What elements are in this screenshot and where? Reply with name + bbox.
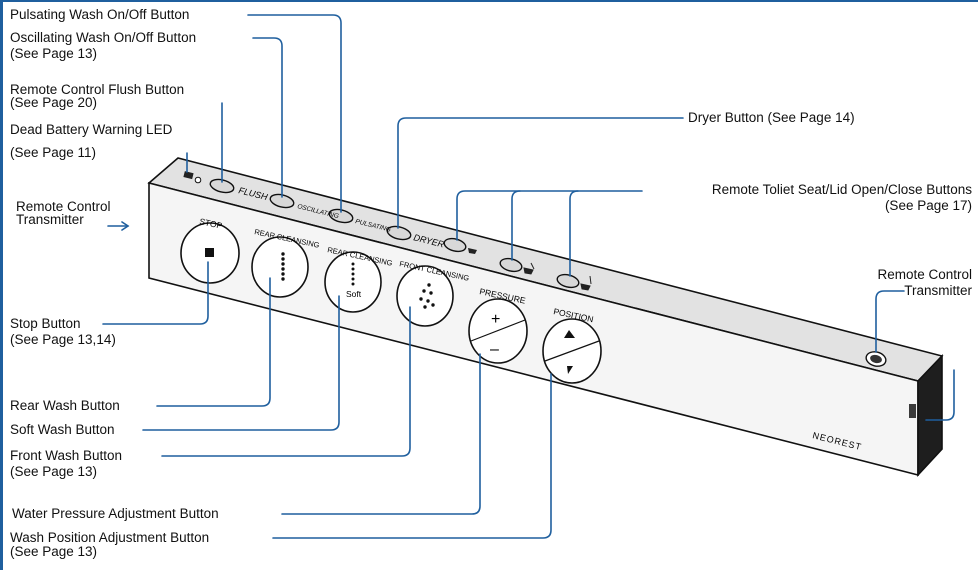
toilet-seat-icon — [468, 248, 477, 254]
seat-lid-button-2[interactable] — [499, 257, 535, 275]
callout-transmitter-left: Remote Control Transmitter — [16, 199, 111, 228]
position-button[interactable] — [542, 318, 602, 384]
spray-dots-icon — [351, 262, 355, 286]
callout-battery-text: Dead Battery Warning LED — [10, 122, 173, 137]
soft-sub-label: Soft — [346, 289, 362, 299]
scatter-dots-icon — [419, 283, 435, 309]
leader-seat-1 — [456, 190, 643, 241]
callout-stop-ref: (See Page 13,14) — [10, 332, 116, 347]
callout-transmitter-right: Remote Control Transmitter — [877, 267, 972, 299]
battery-led — [183, 171, 202, 184]
callout-front-text: Front Wash Button — [10, 448, 123, 463]
leader-pulsating — [247, 14, 342, 213]
callout-oscillating-ref: (See Page 13) — [10, 46, 98, 61]
callout-rear-text: Rear Wash Button — [10, 398, 120, 413]
callout-stop-text: Stop Button — [10, 316, 81, 331]
stop-label: STOP — [199, 216, 224, 231]
leader-transmitter-left-arrowhead — [121, 221, 130, 231]
battery-icon — [183, 171, 194, 180]
callout-soft: Soft Wash Button — [10, 422, 115, 438]
callout-pulsating-text: Pulsating Wash On/Off Button — [10, 7, 190, 22]
leader-soft — [142, 295, 340, 431]
leader-pressure — [281, 353, 481, 515]
leader-position — [272, 373, 552, 539]
triangle-arrows-icon — [564, 330, 575, 374]
transmitter-window — [909, 404, 916, 418]
callout-seat-lid-text: Remote Toliet Seat/Lid Open/Close Button… — [711, 182, 972, 197]
toilet-seat-icon — [523, 262, 535, 275]
dryer-button[interactable] — [386, 224, 412, 241]
spray-dots-icon — [281, 252, 285, 281]
callout-position-ref: (See Page 13) — [10, 544, 98, 559]
callout-soft-text: Soft Wash Button — [10, 422, 115, 437]
leader-transmitter-right — [875, 290, 905, 353]
pulsating-button[interactable] — [328, 207, 354, 224]
stop-button[interactable] — [180, 222, 240, 284]
callout-front-ref: (See Page 13) — [10, 464, 98, 479]
flush-button[interactable] — [209, 177, 235, 194]
callout-seat-lid-ref: (See Page 17) — [884, 198, 972, 213]
leader-dryer — [397, 117, 684, 229]
callout-pressure-text: Water Pressure Adjustment Button — [12, 506, 219, 521]
callout-seat-lid: Remote Toliet Seat/Lid Open/Close Button… — [712, 182, 972, 214]
leader-front — [161, 306, 411, 457]
frame-left-rule — [0, 0, 3, 570]
callout-transmitter-right-line2: Transmitter — [904, 283, 972, 298]
callout-transmitter-left-line1: Remote Control — [16, 199, 111, 214]
callout-position-text: Wash Position Adjustment Button — [10, 530, 210, 545]
leader-seat-3 — [569, 190, 579, 277]
pressure-plus: + — [491, 311, 500, 328]
leader-transmitter-end — [925, 369, 955, 421]
callout-flush: Remote Control Flush Button (See Page 20… — [10, 82, 184, 111]
callout-rear: Rear Wash Button — [10, 398, 120, 414]
pressure-minus: – — [490, 341, 499, 358]
remote-end-face — [917, 354, 943, 478]
callout-pulsating: Pulsating Wash On/Off Button — [10, 7, 189, 23]
callout-dryer: Dryer Button (See Page 14) — [688, 110, 855, 126]
callout-transmitter-left-line2: Transmitter — [16, 212, 84, 227]
oscillating-button[interactable] — [269, 192, 295, 209]
callout-transmitter-right-line1: Remote Control — [877, 267, 972, 282]
callout-dryer-text: Dryer Button (See Page 14) — [688, 110, 855, 125]
callout-pressure: Water Pressure Adjustment Button — [12, 506, 219, 522]
callout-flush-ref: (See Page 20) — [10, 95, 98, 110]
front-wash-button[interactable] — [396, 265, 454, 327]
callout-oscillating: Oscillating Wash On/Off Button (See Page… — [10, 30, 196, 62]
callout-flush-text: Remote Control Flush Button — [10, 82, 185, 97]
leader-stop — [102, 261, 209, 325]
rear-wash-button[interactable] — [251, 236, 309, 298]
leader-rear — [156, 277, 271, 407]
callout-battery-ref: (See Page 11) — [10, 145, 97, 160]
toilet-seat-icon — [580, 275, 592, 291]
leader-seat-2 — [511, 190, 521, 261]
frame-top-rule — [0, 0, 978, 2]
callout-oscillating-text: Oscillating Wash On/Off Button — [10, 30, 197, 45]
square-icon — [205, 248, 214, 257]
transmitter-eye — [865, 351, 887, 367]
leader-oscillating — [252, 37, 283, 198]
battery-led-dot — [194, 176, 202, 184]
callout-front: Front Wash Button (See Page 13) — [10, 448, 122, 480]
leader-lines — [102, 14, 955, 539]
callout-battery: Dead Battery Warning LED (See Page 11) — [10, 122, 172, 161]
callout-position: Wash Position Adjustment Button (See Pag… — [10, 530, 209, 560]
seat-lid-button-3[interactable] — [556, 273, 592, 291]
pressure-button[interactable]: + – — [468, 298, 528, 364]
callout-stop: Stop Button (See Page 13,14) — [10, 316, 116, 348]
